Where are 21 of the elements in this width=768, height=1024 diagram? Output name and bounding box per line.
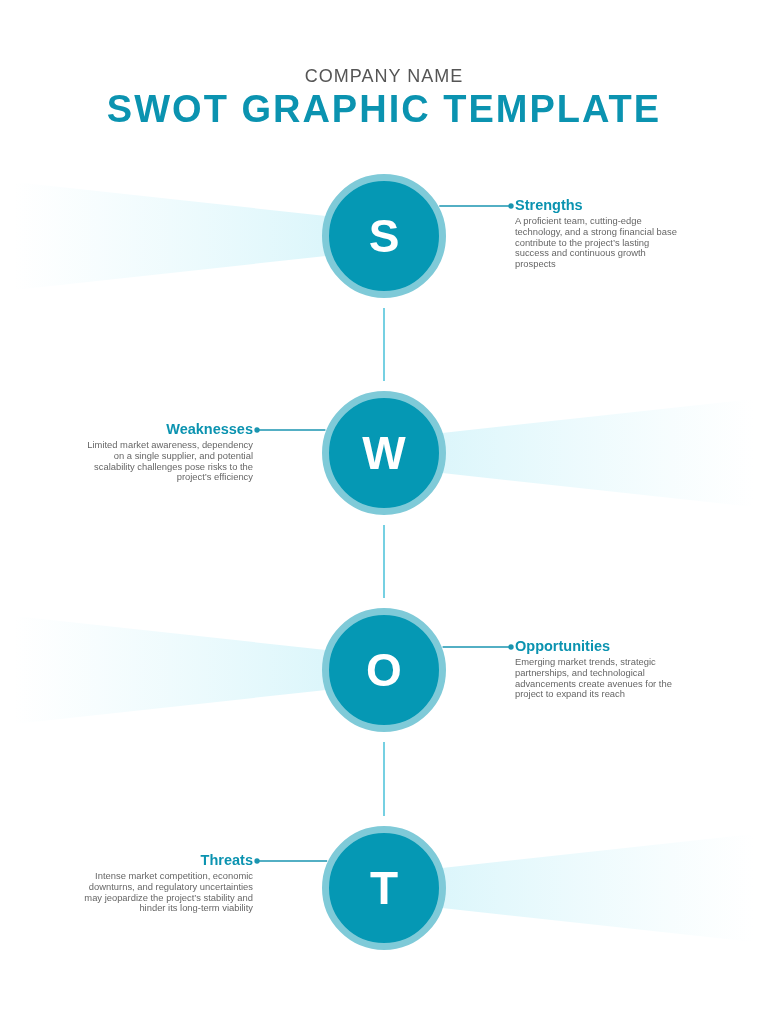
heading: Weaknesses	[166, 420, 253, 438]
node-letter: S	[368, 212, 400, 260]
title: SWOT GRAPHIC TEMPLATE	[106, 87, 662, 131]
heading: Threats	[200, 851, 253, 869]
leader-line	[441, 644, 514, 650]
connector-line	[383, 307, 385, 382]
heading: Opportunities	[515, 637, 611, 655]
description: Emerging market trends, strategic partnerships, and technological advancements create avenues for the project to expand its reach	[515, 657, 673, 701]
node-letter: O	[366, 646, 402, 694]
leader-line	[438, 203, 514, 209]
description: Intense market competition, economic downturns, and regulatory uncertainties may jeopardize the project’s stability and hinder its long-term viability	[83, 871, 253, 915]
heading: Strengths	[515, 196, 583, 214]
connector-line	[383, 741, 385, 817]
description: Limited market awareness, dependency on a single supplier, and potential scalability challenges pose risks to the project’s efficiency	[86, 440, 253, 484]
subtitle: COMPANY NAME	[304, 65, 464, 87]
node-letter: T	[369, 864, 399, 912]
leader-line	[254, 427, 327, 433]
connector-line	[383, 524, 385, 599]
leader-line	[254, 858, 328, 864]
node-letter: W	[362, 429, 406, 477]
description: A proficient team, cutting-edge technology, and a strong financial base contribute to the project’s lasting success and continuous growth prospects	[515, 216, 677, 270]
